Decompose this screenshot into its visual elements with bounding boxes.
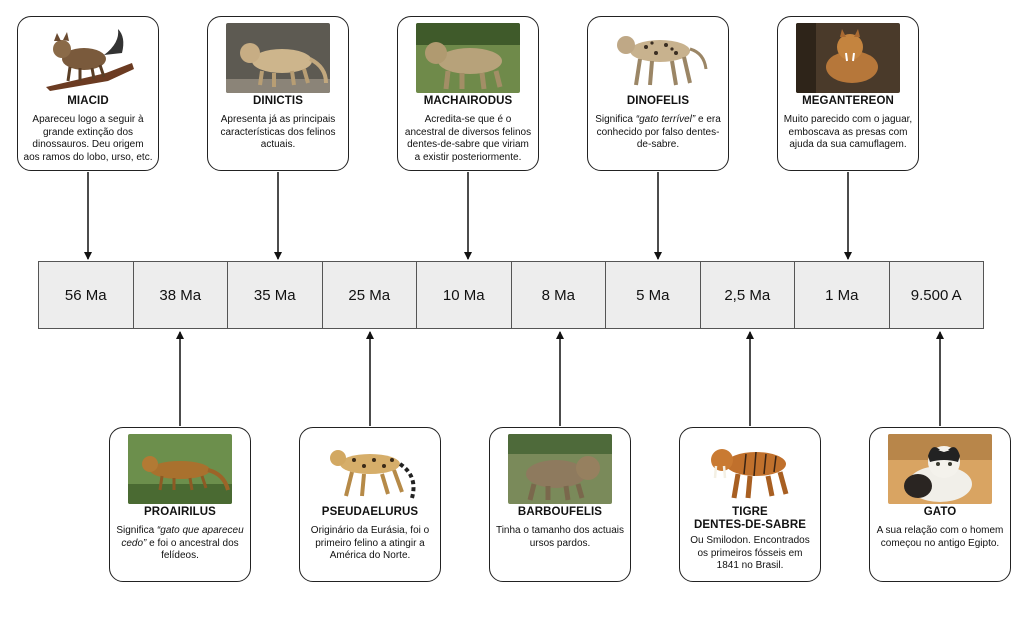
card-tigre-dentes-de-sabre: TIGRE DENTES-DE-SABRE Ou Smilodon. Encon… — [679, 427, 821, 582]
card-dinictis: DINICTIS Apresenta já as principais cara… — [207, 16, 349, 171]
card-miacid: MIACID Apareceu logo a seguir à grande e… — [17, 16, 159, 171]
card-title: DINICTIS — [253, 95, 303, 107]
timeline-cell-1ma: 1 Ma — [795, 262, 890, 328]
card-gato: GATO A sua relação com o homem começou n… — [869, 427, 1011, 582]
card-description: Apareceu logo a seguir à grande extinção… — [23, 114, 153, 163]
card-title: PROAIRILUS — [144, 506, 216, 518]
domestic-cat-photo — [888, 434, 992, 504]
dinofelis-illustration — [606, 23, 710, 93]
card-title: DINOFELIS — [626, 95, 690, 107]
card-barboufelis: BARBOUFELIS Tinha o tamanho dos actuais … — [489, 427, 631, 582]
megantereon-illustration — [796, 23, 900, 93]
pseudaelurus-illustration — [318, 434, 422, 504]
card-title: GATO — [923, 506, 957, 518]
timeline-cell-56ma: 56 Ma — [39, 262, 134, 328]
smilodon-illustration — [698, 434, 802, 504]
card-title: MIACID — [67, 95, 109, 107]
card-description: Ou Smilodon. Encontrados os primeiros fó… — [690, 535, 810, 571]
barboufelis-illustration — [508, 434, 612, 504]
card-title: PSEUDAELURUS — [321, 506, 419, 518]
timeline-cell-25ma: 25 Ma — [323, 262, 417, 328]
timeline-cell-38ma: 38 Ma — [134, 262, 228, 328]
card-description: Significa “gato que apareceu cedo” e foi… — [116, 525, 244, 561]
card-title: MEGANTEREON — [802, 95, 894, 107]
card-title: MACHAIRODUS — [423, 95, 513, 107]
card-proairilus: PROAIRILUS Significa “gato que apareceu … — [109, 427, 251, 582]
card-description: Muito parecido com o jaguar, emboscava a… — [783, 114, 913, 150]
timeline-cell-9500a: 9.500 A — [910, 286, 962, 304]
dinictis-illustration — [226, 23, 330, 93]
card-title: TIGRE DENTES-DE-SABRE — [693, 506, 807, 531]
machairodus-illustration — [416, 23, 520, 93]
card-machairodus: MACHAIRODUS Acredita-se que é o ancestra… — [397, 16, 539, 171]
timeline-cell-2-5ma: 2,5 Ma — [701, 262, 795, 328]
card-title: BARBOUFELIS — [517, 506, 603, 518]
card-description: Acredita-se que é o ancestral de diverso… — [404, 114, 532, 163]
card-pseudaelurus: PSEUDAELURUS Originário da Eurásia, foi … — [299, 427, 441, 582]
timeline-cell-8ma: 8 Ma — [512, 262, 606, 328]
timeline-cell-10ma: 10 Ma — [417, 262, 512, 328]
card-description: Tinha o tamanho dos actuais ursos pardos… — [495, 525, 625, 549]
card-description: A sua relação com o homem começou no ant… — [876, 525, 1004, 549]
proairilus-illustration — [128, 434, 232, 504]
timeline-bar: 56 Ma 38 Ma 35 Ma 25 Ma 10 Ma 8 Ma 5 Ma … — [38, 261, 984, 329]
card-megantereon: MEGANTEREON Muito parecido com o jaguar,… — [777, 16, 919, 171]
card-dinofelis: DINOFELIS Significa “gato terrível” e er… — [587, 16, 729, 171]
card-description: Significa “gato terrível” e era conhecid… — [595, 114, 721, 150]
timeline-cell-5ma: 5 Ma — [606, 262, 701, 328]
timeline-cell-35ma: 35 Ma — [228, 262, 323, 328]
card-description: Apresenta já as principais característic… — [220, 114, 336, 150]
miacid-illustration — [36, 23, 140, 93]
card-description: Originário da Eurásia, foi o primeiro fe… — [310, 525, 430, 561]
